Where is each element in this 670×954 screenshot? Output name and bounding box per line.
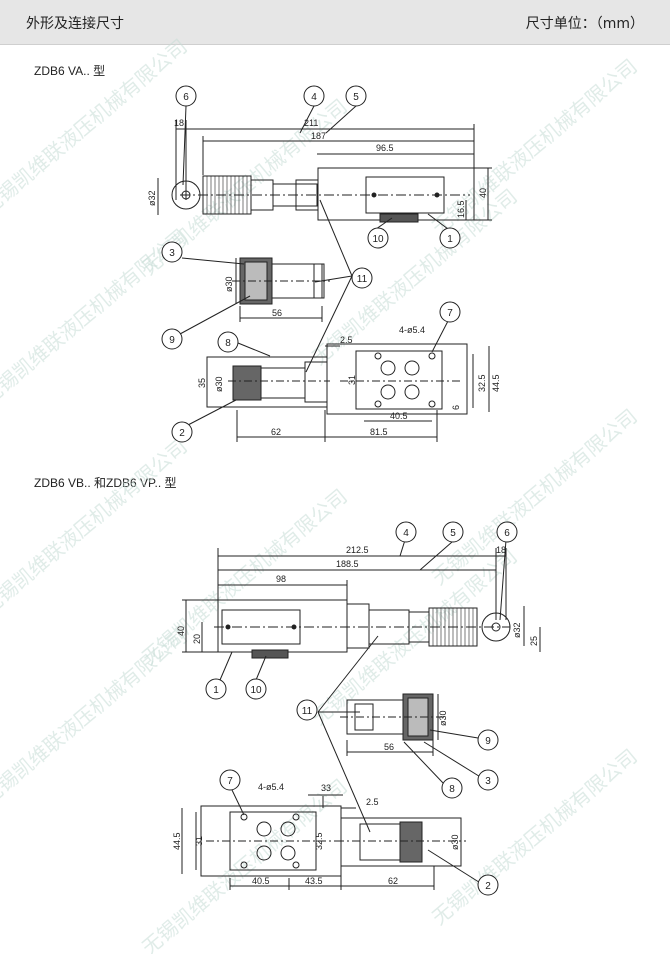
balloon-label: 5: [353, 92, 359, 103]
dim-text: ø32: [147, 190, 157, 206]
dim-text: 2.5: [340, 335, 353, 345]
balloon: [477, 874, 499, 896]
balloon-label: 2: [179, 428, 185, 439]
balloon: [161, 241, 183, 263]
unit-label: 尺寸单位：（mm）: [525, 16, 644, 32]
section2-title: ZDB6 VB.. 和ZDB6 VP.. 型: [34, 476, 177, 490]
balloon: [395, 521, 417, 543]
watermark-text: 无锡凯维联液压机械有限公司: [137, 774, 352, 954]
dim-text: 35: [197, 378, 207, 388]
dim-text: 44.5: [172, 832, 182, 850]
balloon: [303, 85, 325, 107]
balloon-label: 11: [357, 274, 368, 285]
section1-title: ZDB6 VA.. 型: [34, 64, 106, 78]
page-header: 外形及连接尺寸 尺寸单位：（mm）: [0, 0, 670, 45]
dim-text: 43.5: [305, 876, 323, 886]
dim-text: 96.5: [376, 143, 394, 153]
dim-text: ø30: [214, 376, 224, 392]
watermark-text: 无锡凯维联液压机械有限公司: [0, 34, 192, 220]
balloon: [477, 729, 499, 751]
section1-drawing: 18 211 187 96.5 40 16.5 ø32 56 ø30: [147, 85, 501, 443]
dim-text: 4-ø5.4: [399, 325, 425, 335]
dim-text: 25: [529, 636, 539, 646]
dim-text: 18: [496, 545, 506, 555]
balloon-label: 4: [403, 528, 409, 539]
section2-drawing: 212.5 188.5 98 18 40 20: [172, 521, 541, 896]
balloon-label: 6: [183, 92, 189, 103]
dim-text: 62: [271, 427, 281, 437]
balloon: [296, 699, 318, 721]
balloon-label: 7: [447, 308, 453, 319]
dim-text: 31: [347, 375, 357, 385]
balloon-label: 1: [213, 685, 219, 696]
balloon: [345, 85, 367, 107]
balloon-label: 2: [485, 881, 491, 892]
balloon: [496, 521, 518, 543]
dim-text: ø30: [224, 276, 234, 292]
page-title: 外形及连接尺寸: [26, 16, 124, 32]
dim-text: 20: [192, 634, 202, 644]
balloon: [351, 267, 373, 289]
watermark-text: 无锡凯维联液压机械有限公司: [0, 434, 192, 620]
balloon-label: 3: [485, 776, 491, 787]
balloon: [219, 769, 241, 791]
dim-text: 40.5: [252, 876, 270, 886]
balloon: [205, 678, 227, 700]
dim-text: 40: [478, 188, 488, 198]
dim-text: 81.5: [370, 427, 388, 437]
balloon-label: 8: [225, 338, 231, 349]
dim-text: ø30: [450, 834, 460, 850]
balloon: [439, 301, 461, 323]
balloon-label: 4: [311, 92, 317, 103]
dim-text: 44.5: [491, 374, 501, 392]
dim-text: 56: [272, 308, 282, 318]
balloon: [442, 521, 464, 543]
balloon: [171, 421, 193, 443]
watermark-text: 无锡凯维联液压机械有限公司: [427, 404, 642, 590]
dim-text: 31: [194, 836, 204, 846]
balloon: [439, 227, 461, 249]
balloon-label: 7: [227, 776, 233, 787]
dim-text: 18: [174, 118, 184, 128]
dim-text: 188.5: [336, 559, 359, 569]
dim-text: 2.5: [366, 797, 379, 807]
balloon-label: 3: [169, 248, 175, 259]
dim-text: 187: [311, 131, 326, 141]
dim-text: ø30: [438, 710, 448, 726]
balloon-label: 10: [372, 234, 384, 245]
balloon: [441, 777, 463, 799]
balloon-label: 1: [447, 234, 453, 245]
dim-text: 32.5: [477, 374, 487, 392]
watermark-layer: 无锡凯维联液压机械有限公司 无锡凯维联液压机械有限公司 无锡凯维联液压机械有限公…: [0, 34, 642, 954]
balloon-label: 5: [450, 528, 456, 539]
balloon: [245, 678, 267, 700]
balloon: [477, 769, 499, 791]
dim-text: 56: [384, 742, 394, 752]
dim-text: 211: [304, 118, 318, 128]
dim-text: 40: [176, 626, 186, 636]
dim-text: 98: [276, 574, 286, 584]
dim-text: 33: [321, 783, 331, 793]
balloon-label: 9: [485, 736, 491, 747]
watermark-text: 无锡凯维联液压机械有限公司: [137, 484, 352, 670]
balloon-label: 6: [504, 528, 510, 539]
dim-text: 16.5: [456, 200, 466, 218]
balloon-label: 11: [302, 706, 313, 717]
balloon-label: 10: [250, 685, 262, 696]
balloon: [367, 227, 389, 249]
dim-text: 4-ø5.4: [258, 782, 284, 792]
balloon: [217, 331, 239, 353]
dim-text: ø32: [512, 622, 522, 638]
balloon: [161, 328, 183, 350]
balloon-label: 8: [449, 784, 455, 795]
dim-text: 32.5: [314, 832, 324, 850]
dim-text: 40.5: [390, 411, 408, 421]
dim-text: 212.5: [346, 545, 369, 555]
balloon: [175, 85, 197, 107]
dim-text: 6: [451, 405, 461, 410]
dim-text: 62: [388, 876, 398, 886]
balloon-label: 9: [169, 335, 175, 346]
